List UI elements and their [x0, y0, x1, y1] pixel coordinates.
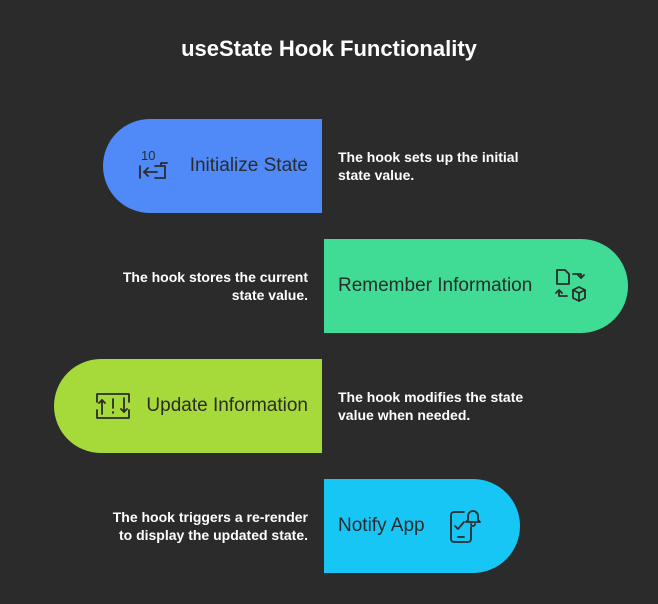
initialize-icon-text: 10 — [141, 148, 155, 163]
step-label: Remember Information — [338, 275, 533, 296]
step-label: Notify App — [338, 515, 425, 536]
step-description: The hook stores the current state value. — [122, 269, 308, 303]
step-remember-information: Remember Information — [324, 239, 628, 333]
exchange-icon — [550, 265, 592, 307]
diagram-title: useState Hook Functionality — [181, 36, 477, 61]
step-description: The hook modifies the state value when n… — [338, 389, 524, 423]
step-notify-app: Notify App — [324, 479, 520, 573]
step-description: The hook sets up the initial state value… — [338, 149, 519, 183]
update-icon — [92, 385, 134, 427]
phone-notification-icon — [443, 505, 485, 547]
step-label: Initialize State — [189, 155, 308, 176]
step-initialize-state: 10 Initialize State — [103, 119, 322, 213]
step-description: The hook triggers a re-render to display… — [112, 509, 308, 543]
step-label: Update Information — [146, 395, 308, 416]
initialize-icon: 10 — [136, 145, 178, 187]
step-update-information: Update Information — [54, 359, 322, 453]
